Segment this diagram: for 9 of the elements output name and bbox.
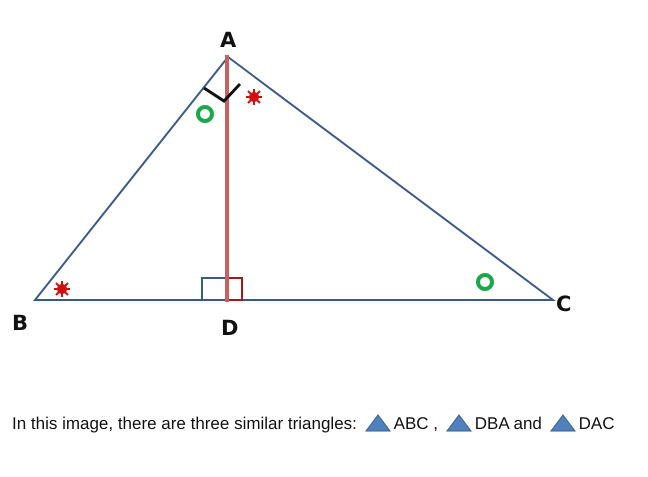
- vertex-label: A: [220, 30, 236, 51]
- vertex-label: D: [221, 318, 238, 339]
- vertex-label: C: [556, 294, 572, 315]
- caption-text: and: [514, 414, 542, 433]
- caption-text: DBA: [474, 414, 509, 433]
- vertex-label: B: [12, 313, 28, 334]
- caption-text: In this image, there are three similar triangles:: [12, 414, 357, 433]
- caption-text: DAC: [578, 414, 615, 433]
- caption-text: ABC ,: [394, 414, 438, 433]
